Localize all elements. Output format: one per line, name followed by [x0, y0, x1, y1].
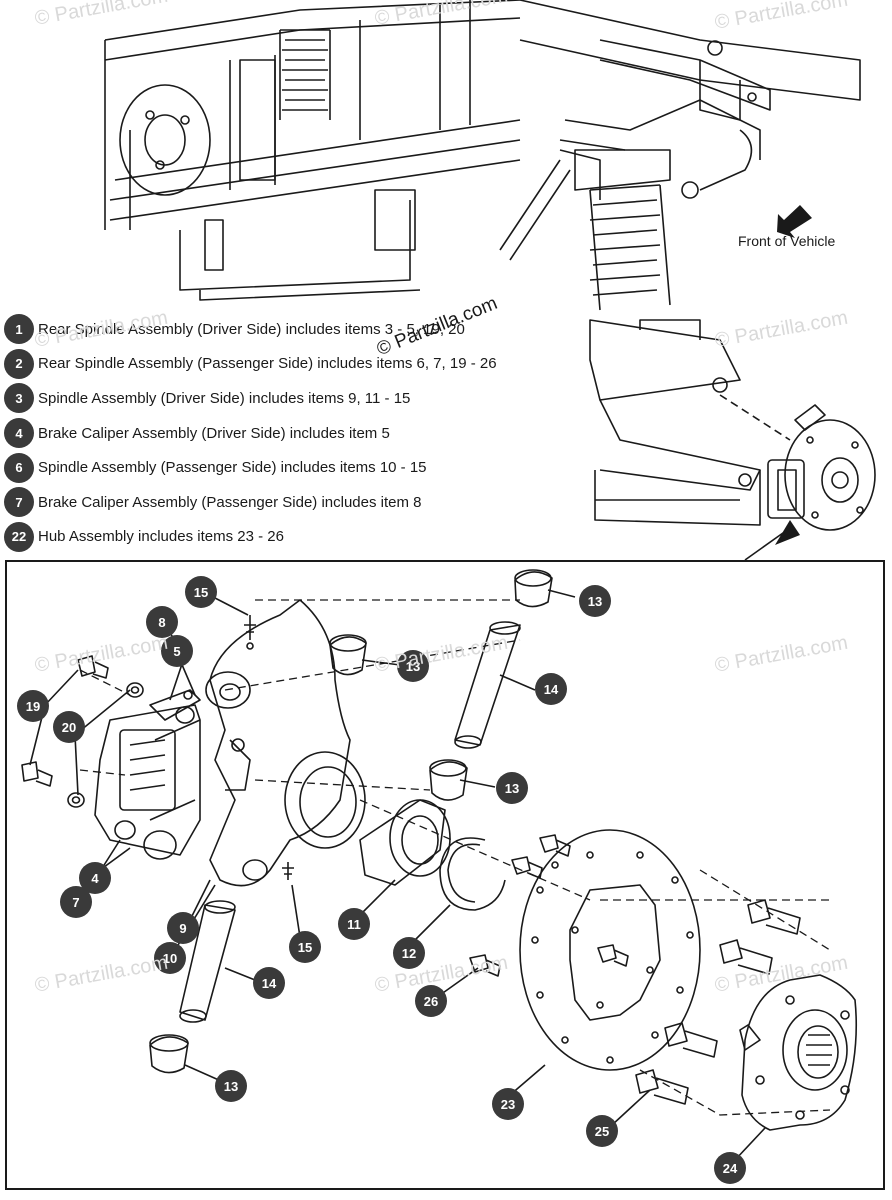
assembly-legend: 1 Rear Spindle Assembly (Driver Side) in… — [4, 312, 564, 554]
callout-marker: 19 — [17, 690, 49, 722]
legend-text: Spindle Assembly (Passenger Side) includ… — [38, 459, 427, 477]
callout-marker: 24 — [714, 1152, 746, 1184]
legend-badge: 3 — [4, 383, 34, 414]
legend-text: Rear Spindle Assembly (Driver Side) incl… — [38, 320, 465, 338]
legend-text: Brake Caliper Assembly (Driver Side) inc… — [38, 424, 390, 442]
callout-marker: 13 — [397, 650, 429, 682]
callout-marker: 13 — [579, 585, 611, 617]
callout-marker: 25 — [586, 1115, 618, 1147]
callout-marker: 15 — [289, 931, 321, 963]
callout-marker: 13 — [215, 1070, 247, 1102]
exploded-view-frame — [5, 560, 885, 1190]
legend-text: Rear Spindle Assembly (Passenger Side) i… — [38, 355, 497, 373]
legend-row: 7 Brake Caliper Assembly (Passenger Side… — [4, 485, 564, 520]
legend-badge: 2 — [4, 348, 34, 379]
callout-marker: 5 — [161, 635, 193, 667]
legend-row: 3 Spindle Assembly (Driver Side) include… — [4, 381, 564, 416]
legend-badge: 6 — [4, 452, 34, 483]
callout-marker: 7 — [60, 886, 92, 918]
callout-marker: 15 — [185, 576, 217, 608]
legend-text: Hub Assembly includes items 23 - 26 — [38, 528, 284, 546]
callout-marker: 11 — [338, 908, 370, 940]
legend-badge: 4 — [4, 418, 34, 449]
callout-marker: 10 — [154, 942, 186, 974]
legend-text: Spindle Assembly (Driver Side) includes … — [38, 389, 411, 407]
legend-text: Brake Caliper Assembly (Passenger Side) … — [38, 493, 422, 511]
callout-marker: 9 — [167, 912, 199, 944]
callout-marker: 26 — [415, 985, 447, 1017]
callout-marker: 14 — [253, 967, 285, 999]
callout-marker: 20 — [53, 711, 85, 743]
callout-marker: 12 — [393, 937, 425, 969]
legend-row: 1 Rear Spindle Assembly (Driver Side) in… — [4, 312, 564, 347]
legend-row: 2 Rear Spindle Assembly (Passenger Side)… — [4, 347, 564, 382]
front-of-vehicle-label: Front of Vehicle — [738, 233, 836, 249]
legend-badge: 1 — [4, 314, 34, 345]
legend-row: 6 Spindle Assembly (Passenger Side) incl… — [4, 450, 564, 485]
callout-marker: 8 — [146, 606, 178, 638]
callout-marker: 23 — [492, 1088, 524, 1120]
chassis-illustration — [104, 0, 876, 560]
legend-badge: 22 — [4, 521, 34, 552]
callout-marker: 13 — [496, 772, 528, 804]
legend-row: 4 Brake Caliper Assembly (Driver Side) i… — [4, 416, 564, 451]
legend-badge: 7 — [4, 487, 34, 518]
legend-row: 22 Hub Assembly includes items 23 - 26 — [4, 520, 564, 555]
callout-marker: 14 — [535, 673, 567, 705]
